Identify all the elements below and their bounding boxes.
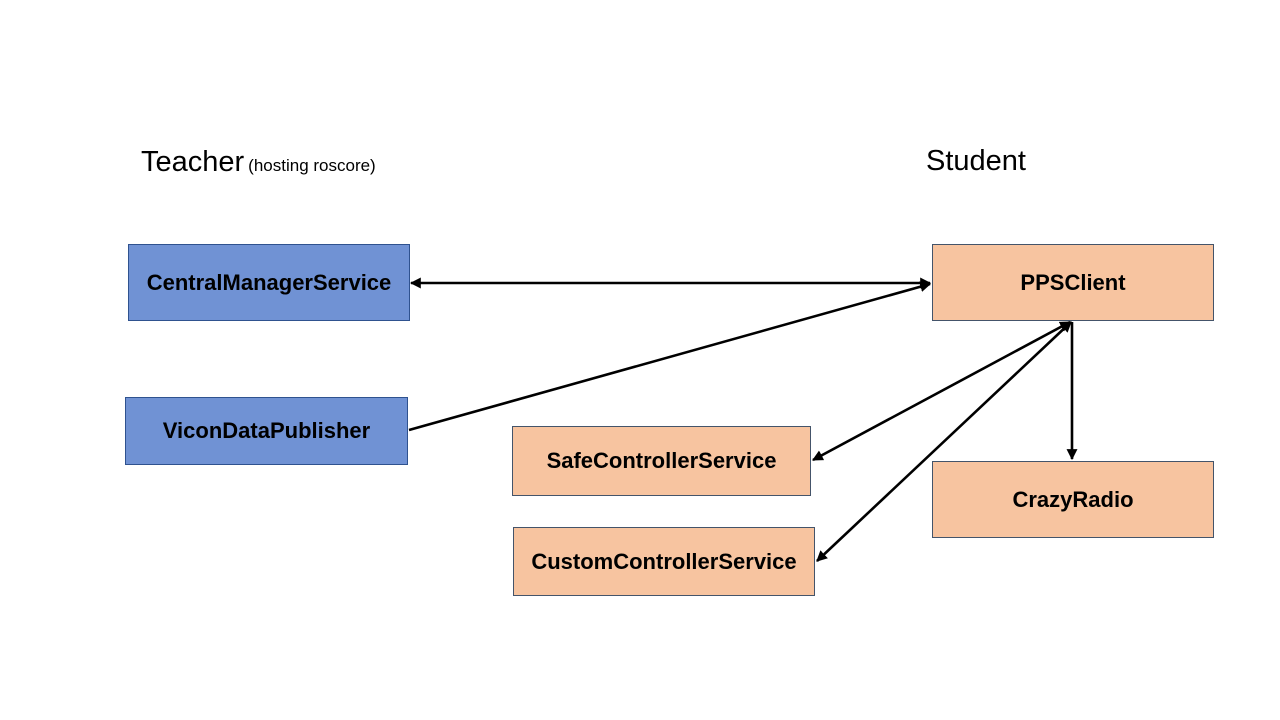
node-central-manager-service[interactable]: CentralManagerService bbox=[128, 244, 410, 321]
node-label: CentralManagerService bbox=[146, 269, 392, 295]
node-vicon-data-publisher[interactable]: ViconDataPublisher bbox=[125, 397, 408, 465]
node-label: SafeControllerService bbox=[546, 448, 777, 473]
node-label: CrazyRadio bbox=[1012, 486, 1134, 512]
node-label: PPSClient bbox=[1020, 269, 1126, 295]
edge-pps-client-custom-controller bbox=[816, 321, 1072, 562]
teacher-heading: Teacher(hosting roscore) bbox=[141, 146, 376, 179]
student-title: Student bbox=[926, 145, 1026, 177]
edge-vicon-pps-client bbox=[408, 281, 932, 432]
edge-pps-client-safe-controller bbox=[812, 320, 1071, 462]
student-heading: Student bbox=[926, 145, 1026, 178]
node-crazy-radio[interactable]: CrazyRadio bbox=[932, 461, 1214, 538]
node-pps-client[interactable]: PPSClient bbox=[932, 244, 1214, 321]
node-safe-controller-service[interactable]: SafeControllerService bbox=[512, 426, 811, 496]
node-label: ViconDataPublisher bbox=[162, 418, 371, 443]
teacher-subtitle: (hosting roscore) bbox=[248, 156, 376, 175]
node-custom-controller-service[interactable]: CustomControllerService bbox=[513, 527, 815, 596]
node-label: CustomControllerService bbox=[531, 548, 797, 574]
teacher-title: Teacher bbox=[141, 146, 245, 178]
